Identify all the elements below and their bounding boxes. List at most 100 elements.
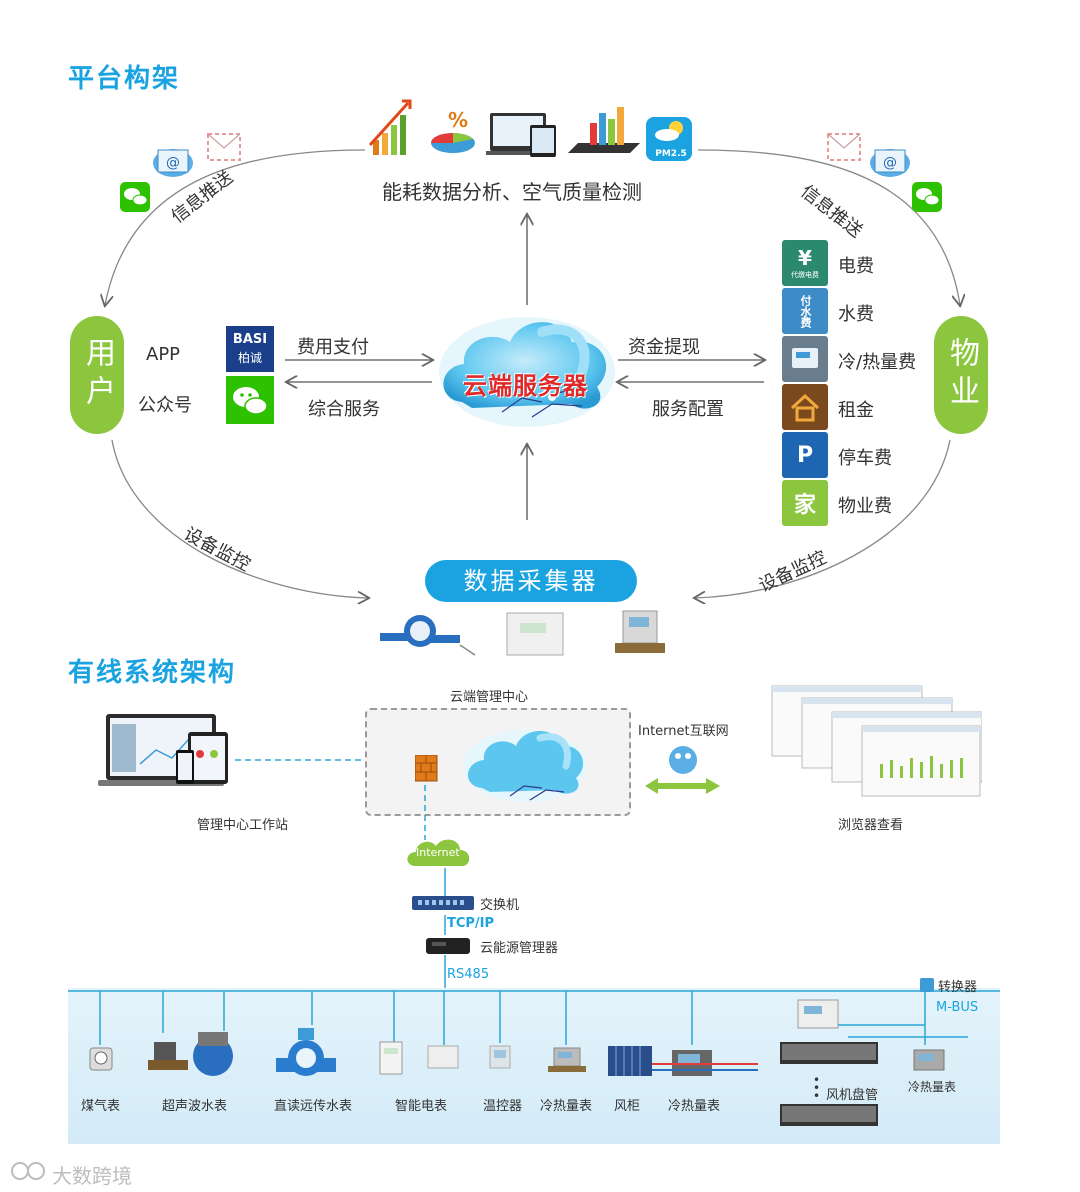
- bar-chart-tablet-icon: [568, 107, 640, 153]
- fee-heat-icon: [782, 336, 828, 382]
- fan-coil-label: 风机盘管: [826, 1088, 879, 1103]
- watermark-text: 大数跨境: [52, 1164, 132, 1188]
- mail-icon-right: [827, 133, 861, 161]
- heat-meter-pipe-icon: [652, 1050, 758, 1076]
- device-bus-lines: [68, 990, 1000, 1045]
- fee-heat-label: 冷/热量费: [838, 352, 917, 373]
- energy-manager-icon: [426, 938, 470, 954]
- fan-coil-icon: [780, 1042, 878, 1064]
- wired-section-title: 有线系统架构: [68, 658, 237, 688]
- workstation-label: 管理中心工作站: [197, 818, 289, 833]
- heat-meter-right-icon: [913, 1049, 945, 1071]
- internet-globe-arrow: [645, 746, 720, 794]
- fee-water-label: 水费: [838, 304, 874, 325]
- mail-icon: [207, 133, 241, 161]
- elec-icon-sub: 代缴电费: [791, 271, 819, 279]
- switch-label: 交换机: [480, 898, 520, 913]
- internet-cloud-label: Internet: [416, 846, 460, 859]
- heat-meter-icon: [615, 610, 665, 653]
- device-label-thermostat: 温控器: [483, 1099, 523, 1114]
- basi-logo-text: BASI: [232, 332, 268, 347]
- firewall-icon: [415, 755, 438, 782]
- device-label-air-cabinet: 风柜: [614, 1099, 641, 1114]
- device-label-direct-read-meter: 直读远传水表: [274, 1099, 353, 1114]
- switch-icon: [412, 896, 474, 910]
- platform-section-title: 平台构架: [68, 64, 181, 94]
- tcpip-label: TCP/IP: [447, 916, 495, 931]
- converter-label: 转换器: [938, 980, 978, 995]
- browser-screens-icon: [771, 685, 982, 797]
- fee-property-icon: 家: [782, 480, 828, 526]
- right-message-icons: @: [827, 133, 942, 212]
- left-message-icons: @: [120, 133, 241, 212]
- wired-connection-lines: [235, 759, 446, 990]
- internet-cn-label: Internet互联网: [638, 724, 729, 739]
- device-label-smart-meter: 智能电表: [395, 1099, 448, 1114]
- air-cabinet-icon: [608, 1046, 652, 1076]
- fee-rent-label: 租金: [838, 400, 874, 421]
- collector-meters: [380, 610, 665, 656]
- config-label: 服务配置: [652, 399, 724, 420]
- fee-electricity-icon: ¥代缴电费: [782, 240, 828, 286]
- device-label-ultrasonic-meter: 超声波水表: [162, 1099, 228, 1114]
- direct-read-meter-icon: [276, 1028, 336, 1076]
- pie-percent-icon: %: [431, 108, 475, 153]
- fee-parking-icon: P: [782, 432, 828, 478]
- fan-coil-lower-icon: [780, 1104, 878, 1126]
- workstation-devices-icon: [98, 714, 228, 786]
- growth-chart-icon: [368, 99, 412, 155]
- converter-small-icon: [920, 978, 934, 992]
- yen-symbol: ¥: [798, 246, 812, 270]
- devices-icon: [486, 113, 556, 157]
- ultrasonic-meter-icon: [148, 1032, 233, 1076]
- rs485-label: RS485: [447, 967, 490, 982]
- gas-meter-icon: [89, 1047, 113, 1071]
- analysis-icons: %: [368, 99, 692, 161]
- pm25-badge: PM2.5: [655, 149, 687, 159]
- analysis-caption: 能耗数据分析、空气质量检测: [382, 180, 642, 204]
- device-label-heat-meter-2: 冷热量表: [668, 1099, 721, 1114]
- cloud-server-label: 云端服务器: [463, 372, 588, 400]
- fee-parking-label: 停车费: [838, 448, 892, 469]
- basi-logo-sub: 柏诚: [237, 351, 262, 365]
- smart-meter-icon: [379, 1041, 459, 1075]
- withdraw-label: 资金提现: [628, 337, 700, 358]
- internet-cloud-icon: [407, 839, 470, 866]
- cloud-center-icon: [463, 730, 587, 802]
- svg-text:@: @: [883, 155, 897, 171]
- wechat-icon: [120, 182, 150, 212]
- property-node: 物业: [934, 316, 988, 434]
- platform-loop-lines: [0, 149, 1080, 620]
- wechat-large-icon: [226, 376, 274, 424]
- service-label: 综合服务: [308, 399, 380, 420]
- user-node-label: 用户: [80, 337, 115, 413]
- svg-text:%: %: [448, 108, 468, 132]
- email-icon: @: [153, 149, 193, 177]
- electric-meter-icon: [506, 612, 564, 656]
- browser-label: 浏览器查看: [838, 818, 904, 833]
- mbus-label: M-BUS: [936, 1000, 979, 1015]
- email-icon-right: @: [870, 149, 910, 177]
- heat-meter-small-icon: [548, 1047, 586, 1072]
- pay-label: 费用支付: [297, 337, 369, 358]
- property-node-label: 物业: [944, 337, 979, 413]
- fee-water-icon: 付水费: [782, 288, 828, 334]
- wechat-icon-right: [912, 182, 942, 212]
- thermostat-icon: [489, 1045, 511, 1069]
- device-label-gas-meter: 煤气表: [81, 1099, 121, 1114]
- fan-coil-dots: •••: [813, 1073, 821, 1103]
- device-label-heat-meter: 冷热量表: [540, 1099, 593, 1114]
- fee-property-label: 物业费: [838, 496, 892, 517]
- cloud-center-label: 云端管理中心: [450, 690, 529, 705]
- cloud-server-icon: [439, 317, 615, 427]
- fee-electricity-label: 电费: [838, 256, 874, 277]
- converter-meter-icon: [797, 999, 839, 1029]
- energy-manager-label: 云能源管理器: [480, 941, 559, 956]
- watermark-logo-icon: [11, 1162, 45, 1180]
- svg-text:@: @: [166, 155, 180, 171]
- basi-logo: BASI 柏诚: [226, 326, 274, 372]
- fee-rent-icon: [782, 384, 828, 430]
- heat-meter-right-label: 冷热量表: [908, 1080, 957, 1094]
- pm25-icon: [646, 117, 692, 161]
- channel-official-account: 公众号: [138, 395, 192, 416]
